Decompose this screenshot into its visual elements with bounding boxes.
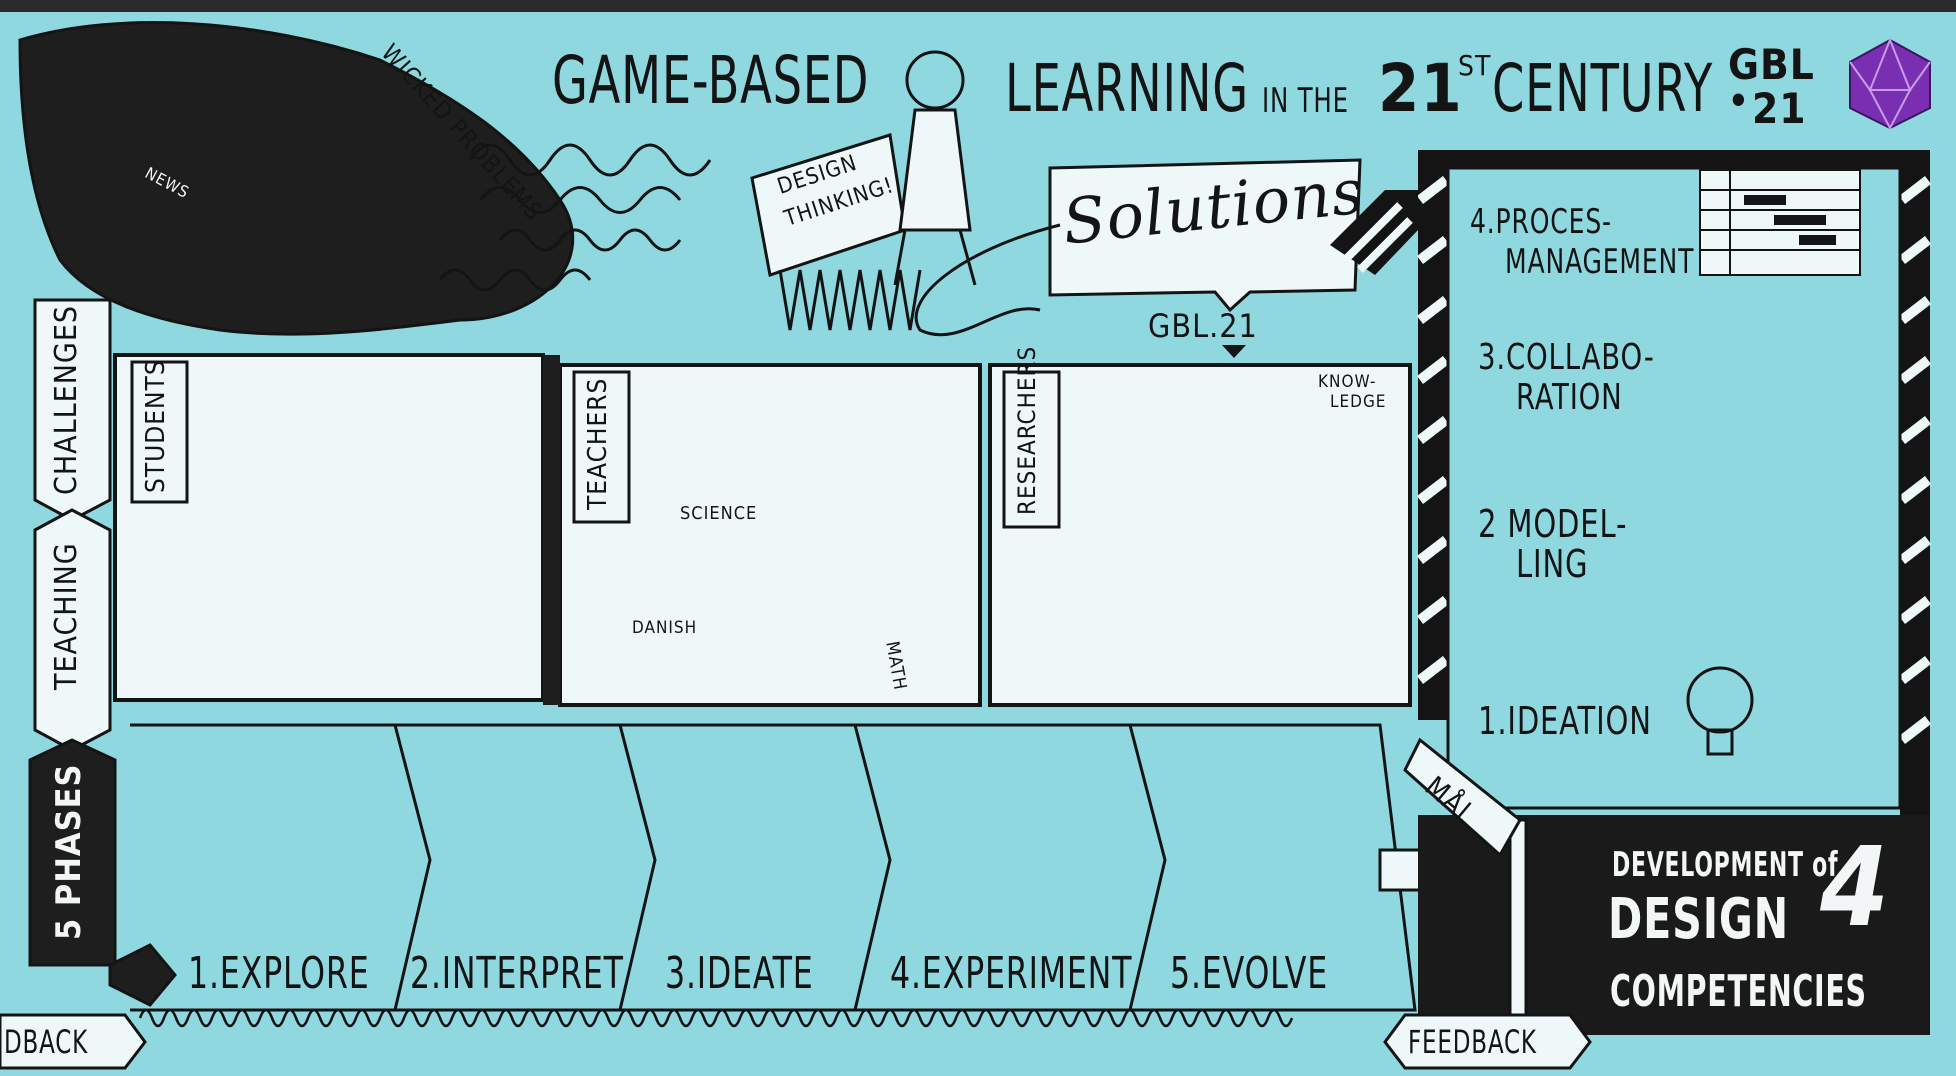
role-panels (113, 353, 1412, 707)
solutions-tail (914, 223, 1061, 337)
title-learning: LEARNING (1005, 50, 1249, 127)
panel-label-boxes (130, 360, 1061, 529)
phase-ideate: 3.IDEATE (665, 948, 814, 999)
title-game-based: GAME-BASED (552, 42, 870, 119)
students-label: STUDENTS (141, 359, 171, 493)
teaching-label: TEACHING (49, 542, 84, 690)
knowledge-line1: KNOW- (1318, 372, 1377, 392)
competency-2-line2: LING (1516, 542, 1589, 586)
lightbulb-icon (1686, 666, 1754, 756)
phase-experiment: 4.EXPERIMENT (890, 948, 1133, 999)
solutions-bubble (1048, 158, 1362, 313)
five-phases-label: 5 PHASES (49, 763, 89, 940)
title-21: 21 (1378, 50, 1463, 127)
competency-3-line1: 3.COLLABO- (1478, 337, 1655, 378)
wicked-problems-cloud (18, 21, 712, 336)
feedback-spring (138, 1008, 1294, 1028)
development-number: 4 (1820, 823, 1890, 951)
gbl21-pointer (1222, 345, 1246, 358)
researchers-label: RESEARCHERS (1013, 345, 1041, 515)
top-edge (0, 0, 1956, 12)
competency-1-line1: 1.IDEATION (1478, 699, 1652, 743)
science-shirt-label: SCIENCE (680, 503, 758, 524)
feedback-tags (0, 1013, 1592, 1070)
challenges-label: CHALLENGES (49, 304, 84, 495)
title-st: ST (1458, 49, 1492, 82)
competency-4-line2: MANAGEMENT (1505, 242, 1695, 282)
development-line2: DESIGN (1608, 887, 1790, 952)
feedback-right-label: FEEDBACK (1408, 1023, 1537, 1061)
title-in-the: IN THE (1262, 81, 1349, 121)
teachers-label: TEACHERS (583, 377, 613, 510)
phase-interpret: 2.INTERPRET (410, 948, 624, 999)
competency-4-line1: 4.PROCES- (1470, 202, 1612, 242)
phase-evolve: 5.EVOLVE (1170, 948, 1328, 999)
competency-3-line2: RATION (1516, 377, 1623, 418)
development-line3: COMPETENCIES (1610, 966, 1867, 1017)
mal-signpost (1403, 737, 1528, 1042)
logo-icosahedron-icon (1849, 37, 1931, 131)
person-holding-sign (893, 50, 977, 286)
design-thinking-sign (750, 133, 922, 331)
left-arrow-shaft (28, 298, 177, 1007)
gantt-chart-sketch (1699, 169, 1861, 276)
feedback-left-label: DBACK (4, 1023, 89, 1061)
logo-gbl: GBL (1728, 40, 1815, 89)
danish-shirt-label: DANISH (632, 618, 698, 638)
logo-dot: • (1728, 81, 1750, 122)
gbl21-label: GBL.21 (1148, 307, 1258, 345)
logo-21: 21 (1752, 84, 1807, 133)
knowledge-line2: LEDGE (1330, 392, 1387, 412)
title-century: CENTURY (1492, 50, 1714, 127)
development-line1: DEVELOPMENT of (1612, 845, 1839, 885)
competency-2-line1: 2 MODEL- (1478, 502, 1628, 546)
hazard-frame (1330, 150, 1932, 815)
phase-explore: 1.EXPLORE (188, 948, 370, 999)
panel-divider-1 (543, 355, 560, 705)
